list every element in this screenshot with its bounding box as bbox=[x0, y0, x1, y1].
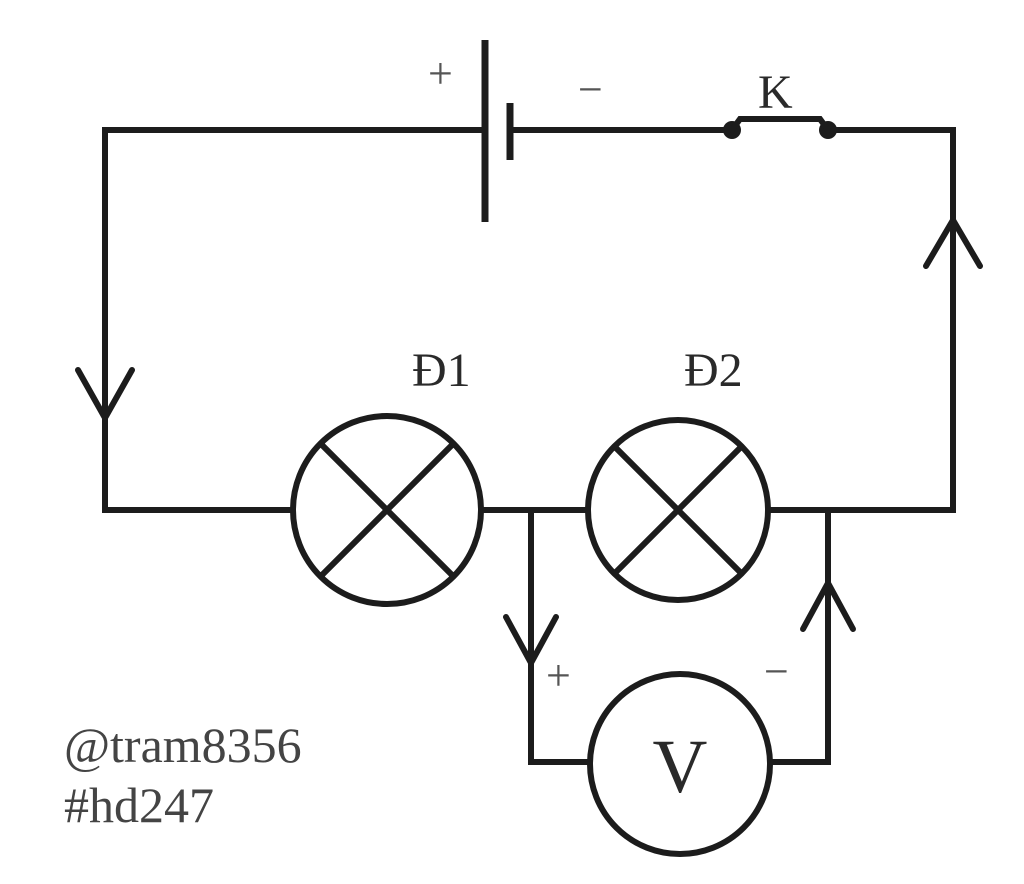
voltmeter-circle bbox=[587, 671, 773, 857]
voltmeter-branch-wires bbox=[528, 507, 831, 765]
switch-blade bbox=[727, 116, 833, 135]
watermark: @tram8356 #hd247 bbox=[64, 717, 302, 833]
current-arrows bbox=[75, 214, 983, 670]
voltmeter: V + − bbox=[546, 647, 789, 857]
lamp-d2: Đ2 bbox=[585, 344, 771, 603]
arrow-down-left-icon bbox=[75, 367, 135, 425]
main-loop-wires bbox=[102, 127, 956, 513]
lamp-d1: Đ1 bbox=[290, 344, 484, 607]
watermark-line1: @tram8356 bbox=[64, 717, 302, 773]
battery: + − bbox=[428, 40, 603, 222]
arrow-up-voltmeter-icon bbox=[800, 576, 856, 632]
lamp-d2-cross-b bbox=[612, 444, 744, 576]
voltmeter-label: V bbox=[653, 725, 708, 809]
arrow-up-right-icon bbox=[923, 214, 983, 269]
battery-plus-sign: + bbox=[428, 49, 453, 98]
battery-minus-sign: − bbox=[578, 65, 603, 114]
lamp-d1-cross-b bbox=[318, 441, 456, 579]
arrow-down-voltmeter-icon bbox=[503, 614, 559, 670]
voltmeter-minus-sign: − bbox=[764, 647, 789, 696]
lamp-d2-label: Đ2 bbox=[684, 344, 743, 397]
watermark-line2: #hd247 bbox=[64, 777, 214, 833]
switch-k: K bbox=[723, 66, 837, 139]
switch-label: K bbox=[758, 66, 793, 119]
voltmeter-plus-sign: + bbox=[546, 651, 571, 700]
lamp-d1-label: Đ1 bbox=[412, 344, 471, 397]
